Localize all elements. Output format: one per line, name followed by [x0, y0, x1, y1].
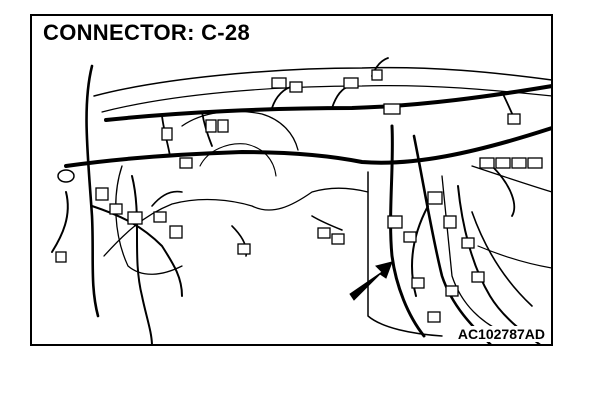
connector [109, 203, 123, 215]
connector [205, 119, 217, 133]
main-harness-lower [64, 126, 551, 168]
left-harness-drop-2 [131, 175, 153, 344]
connector [471, 271, 485, 283]
connector [387, 215, 403, 229]
connector [479, 157, 495, 169]
connector [271, 77, 287, 89]
dashboard-lower-outline [103, 187, 369, 257]
gauge-cluster-arc-2 [199, 143, 277, 177]
connector [527, 157, 543, 169]
connector [343, 77, 359, 89]
dashboard-upper-outline [93, 66, 551, 97]
diagram-frame: CONNECTOR: C-28 [30, 14, 553, 346]
connector [317, 227, 331, 239]
connector [179, 157, 193, 169]
center-harness-drop-2 [412, 134, 492, 344]
connector [461, 237, 475, 249]
pointer-arrow [349, 261, 393, 301]
right-harness-loop [491, 165, 516, 217]
left-harness-drop-1 [85, 64, 100, 318]
connector [383, 103, 401, 115]
upper-branch-2 [331, 85, 351, 109]
main-harness-upper [104, 84, 551, 122]
console-right-outline [471, 165, 551, 193]
connector [237, 243, 251, 255]
connector [331, 233, 345, 245]
wiring-illustration [51, 57, 551, 344]
connector [127, 211, 143, 225]
steering-column-outline [115, 165, 183, 275]
center-console-outline [367, 171, 443, 337]
connector [95, 187, 109, 201]
connector [445, 285, 459, 297]
connector [153, 211, 167, 223]
connector [289, 81, 303, 93]
figure-code: AC102787AD [455, 326, 547, 342]
grommet [57, 169, 75, 183]
connector [495, 157, 511, 169]
connector [411, 277, 425, 289]
center-harness-drop-5 [471, 211, 533, 307]
connector [169, 225, 183, 239]
connector [427, 311, 441, 323]
diagram-title: CONNECTOR: C-28 [40, 20, 254, 46]
gauge-cluster-arc [181, 110, 299, 151]
center-harness-drop-1 [389, 124, 426, 338]
connector [443, 215, 457, 229]
connector [161, 127, 173, 141]
mid-branch-3 [151, 190, 183, 207]
connector [55, 251, 67, 263]
connector [217, 119, 229, 133]
left-harness-drop-3 [51, 191, 69, 253]
connector [403, 231, 417, 243]
connector [427, 191, 443, 205]
connector [507, 113, 521, 125]
connector [371, 69, 383, 81]
connector [511, 157, 527, 169]
console-lower-right [477, 245, 551, 269]
mid-branch-1 [311, 215, 343, 231]
